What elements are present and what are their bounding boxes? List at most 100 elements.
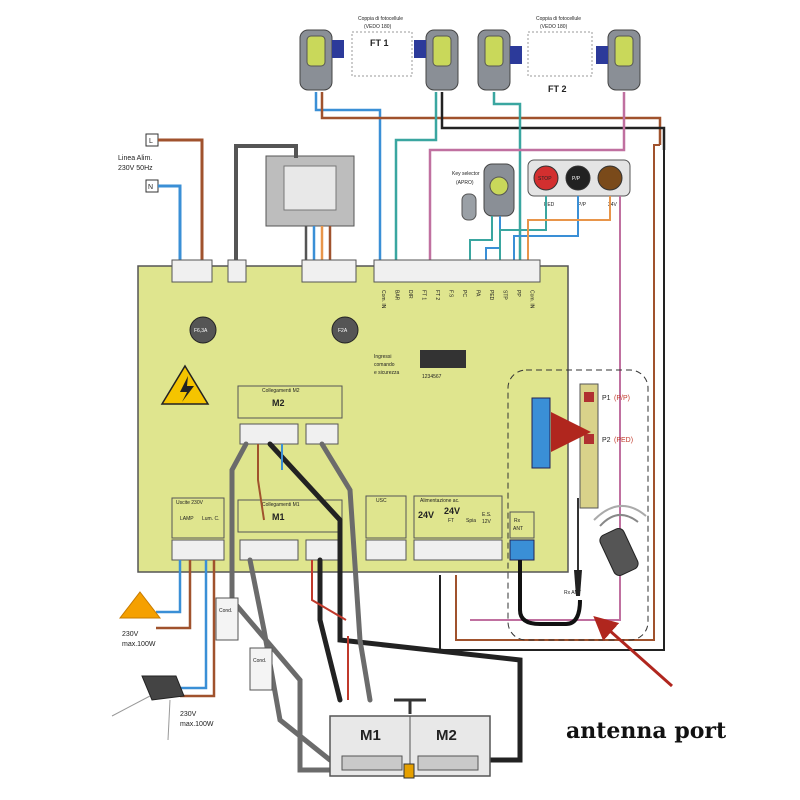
flashing-lamp-icon [118,591,162,619]
gate-motors [329,698,491,779]
button-label-1: PED [544,202,555,208]
high-voltage-warning-icon [160,364,210,405]
antenna-rx-label: Rx ANT [564,590,581,596]
stop-button [533,165,559,191]
ft1-model: (VEDO 180) [364,24,392,30]
photocell-ft2-transmitter [477,29,522,91]
ft2-pair-caption: Coppia di fotocellule [536,16,581,22]
m1-block [237,499,343,533]
mains-caption-1: Linea Alim. [118,155,152,162]
inputs-caption-2: comando [374,362,395,368]
input-terminal-label: PC [461,290,467,297]
key-selector-caption: Key selector [452,171,480,177]
transformer [265,155,355,227]
ped-button [597,165,623,191]
power-out-24v-2: 24V [444,506,460,516]
motor-cables [229,441,523,773]
antenna-terminal [509,539,535,561]
m1-block-title: Collegamenti M1 [262,502,300,508]
pp-button-label: P/P [572,176,581,182]
ft1-label: FT 1 [370,38,389,48]
p2-function: (PED) [614,437,633,444]
rx-label: Rx [514,518,521,524]
output-lamp-label: LAMP [180,516,194,522]
output-lum-label: Lum. C. [202,516,220,522]
photocell-ft1-receiver [414,29,459,91]
annotation-arrow [593,616,673,688]
lamp-voltage: 230V [122,631,139,638]
mains-n-terminal: N [148,184,153,191]
receiver-dashed-area [507,369,649,641]
capacitor-m2-label: Cond. [219,608,232,614]
antenna-port-annotation: antenna port [566,718,727,744]
ft1-pair-caption: Coppia di fotocellule [358,16,403,22]
input-terminal-block [373,259,541,283]
power-out-terminal [413,539,503,561]
power-out-es: E.S. [482,512,491,518]
power-out-ft: FT [448,518,454,524]
p1-function: (P/P) [614,395,630,402]
photocell-ft2-receiver [596,29,641,91]
mains-l-terminal: L [149,138,153,145]
motor-m1-label: M1 [360,727,381,744]
inputs-caption-1: Ingressi [374,354,392,360]
transformer-secondary-terminal [301,259,357,283]
m2-encoder-terminal [305,423,339,445]
input-terminal-label: STP [502,290,508,300]
fuse-f1-label: F6,3A [194,328,208,334]
input-terminal-label: FT 1 [421,290,427,300]
dip-switch-numbers: 1234567 [422,374,442,380]
button-label-2: P/P [578,202,587,208]
button-volt-label: 24V [608,202,618,208]
capacitor-m1-label: Cond. [253,658,266,664]
m2-motor-terminal [239,423,299,445]
input-terminal-label: Com. IN [529,290,535,309]
m2-block-title: Collegamenti M2 [262,388,300,394]
key-selector-model: (APRO) [456,180,474,186]
lamp-power: max.100W [122,641,156,648]
remote-control-icon [593,504,647,576]
m2-label: M2 [272,398,285,408]
motor-signal-wires [257,444,349,700]
input-terminal-label: PA [475,290,481,297]
input-terminal-label: PED [488,290,494,301]
m2-block [237,385,343,419]
power-out-es-volt: 12V [482,519,492,525]
antenna-cable [518,560,582,626]
transformer-primary-terminal [227,259,247,283]
m1-encoder-terminal [305,539,339,561]
usc-terminal [365,539,407,561]
pp-button [565,165,591,191]
outputs-terminal [171,539,225,561]
p2-button [584,434,594,444]
fuse-f2-label: F2A [338,328,348,334]
p1-button [584,392,594,402]
power-out-block [413,495,503,539]
inputs-caption-3: e sicurezza [374,370,400,376]
mains-caption-2: 230V 50Hz [118,165,153,172]
capacitor-m1 [249,647,273,691]
usc-title: USC [376,498,387,504]
m1-motor-terminal [239,539,299,561]
capacitor-m2 [215,597,239,641]
stop-button-label: STOP [538,176,552,182]
ant-label: ANT [513,526,523,532]
power-out-24v-1: 24V [418,510,434,520]
fuse-f1 [189,316,217,344]
input-terminal-label: DIR [407,290,413,299]
photocell-wires [314,92,666,262]
m1-label: M1 [272,512,285,522]
usc-block [365,495,407,539]
input-terminal-label: BAR [394,290,400,301]
transformer-secondary-wires [304,226,332,262]
mains-live-wire [158,138,204,262]
outputs-title: Uscite 230V [176,500,204,506]
input-terminal-label: FT 2 [434,290,440,300]
mains-terminal-block [171,259,213,283]
mains-neutral-wire [158,184,182,262]
power-out-title: Alimentazione ac. [420,498,459,504]
dip-switch [420,350,466,368]
courtesy-light-icon [111,675,185,741]
